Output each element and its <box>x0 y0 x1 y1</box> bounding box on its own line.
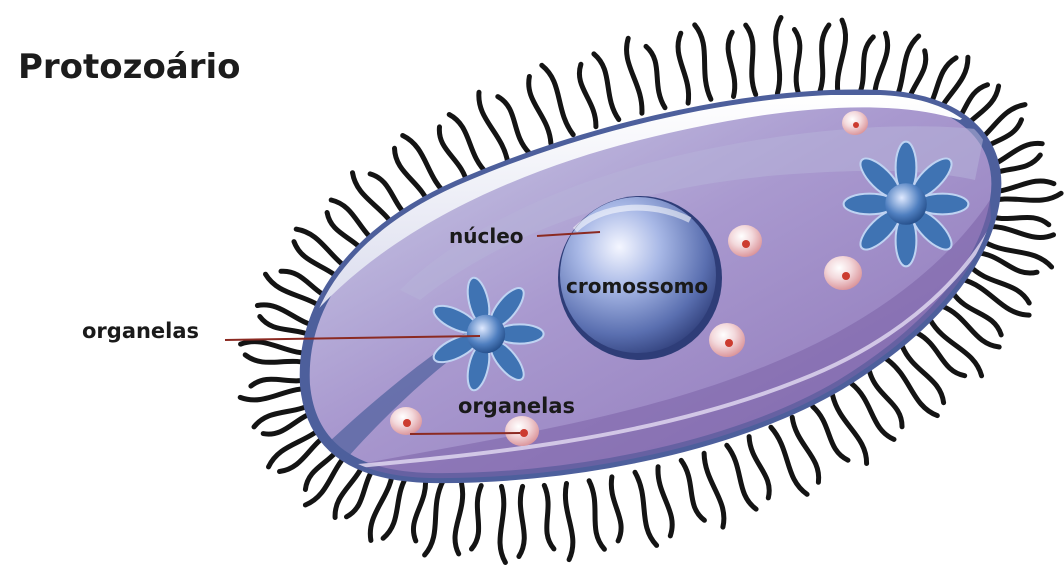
cilium <box>678 33 689 103</box>
cilium <box>383 473 409 538</box>
cilium <box>519 486 524 556</box>
organelle-star-icon <box>844 142 969 267</box>
cilium <box>984 226 1054 237</box>
cilium <box>425 481 443 555</box>
cilium <box>611 477 621 541</box>
cilium <box>472 486 482 549</box>
label-nucleo: núcleo <box>449 224 524 248</box>
cilium <box>728 32 735 96</box>
cilium <box>544 485 554 549</box>
cilium <box>565 484 572 560</box>
cilium <box>594 54 619 120</box>
vesicle-icon <box>390 407 422 435</box>
cilium <box>455 484 463 554</box>
cilium <box>837 20 845 96</box>
cilium <box>579 64 596 126</box>
cilium <box>589 481 604 550</box>
vesicle-icon <box>505 416 539 446</box>
cilium <box>917 333 965 376</box>
diagram-title: Protozoário <box>18 47 241 87</box>
vesicle-icon <box>824 256 862 290</box>
organelle-core <box>885 183 927 225</box>
label-organelas-left: organelas <box>82 319 199 343</box>
cilium <box>749 437 769 498</box>
cilium <box>792 417 818 482</box>
vesicle-icon <box>728 225 762 257</box>
organelle-core <box>467 315 505 353</box>
vesicle-icon <box>842 111 868 135</box>
cilium <box>439 127 467 185</box>
cilium <box>627 38 642 113</box>
cilium <box>930 320 982 376</box>
cilium <box>819 25 829 94</box>
cilium <box>500 486 505 562</box>
cilium <box>695 25 711 99</box>
cilium <box>449 115 487 174</box>
cilium <box>794 30 799 94</box>
cilium <box>413 477 425 541</box>
cilium <box>852 384 895 440</box>
label-organelas-lower: organelas <box>458 394 575 418</box>
cilium <box>746 25 756 95</box>
vesicle-icon <box>709 323 745 357</box>
cilium <box>981 240 1052 267</box>
cilium <box>646 46 665 107</box>
cilium <box>635 472 657 545</box>
cilium <box>529 77 551 144</box>
pointer-line-organelas-lower <box>410 433 520 434</box>
cilium <box>658 467 672 536</box>
cilium <box>681 460 704 520</box>
cilium <box>704 453 724 527</box>
label-cromossomo: cromossomo <box>566 274 708 298</box>
cilium <box>776 18 781 94</box>
